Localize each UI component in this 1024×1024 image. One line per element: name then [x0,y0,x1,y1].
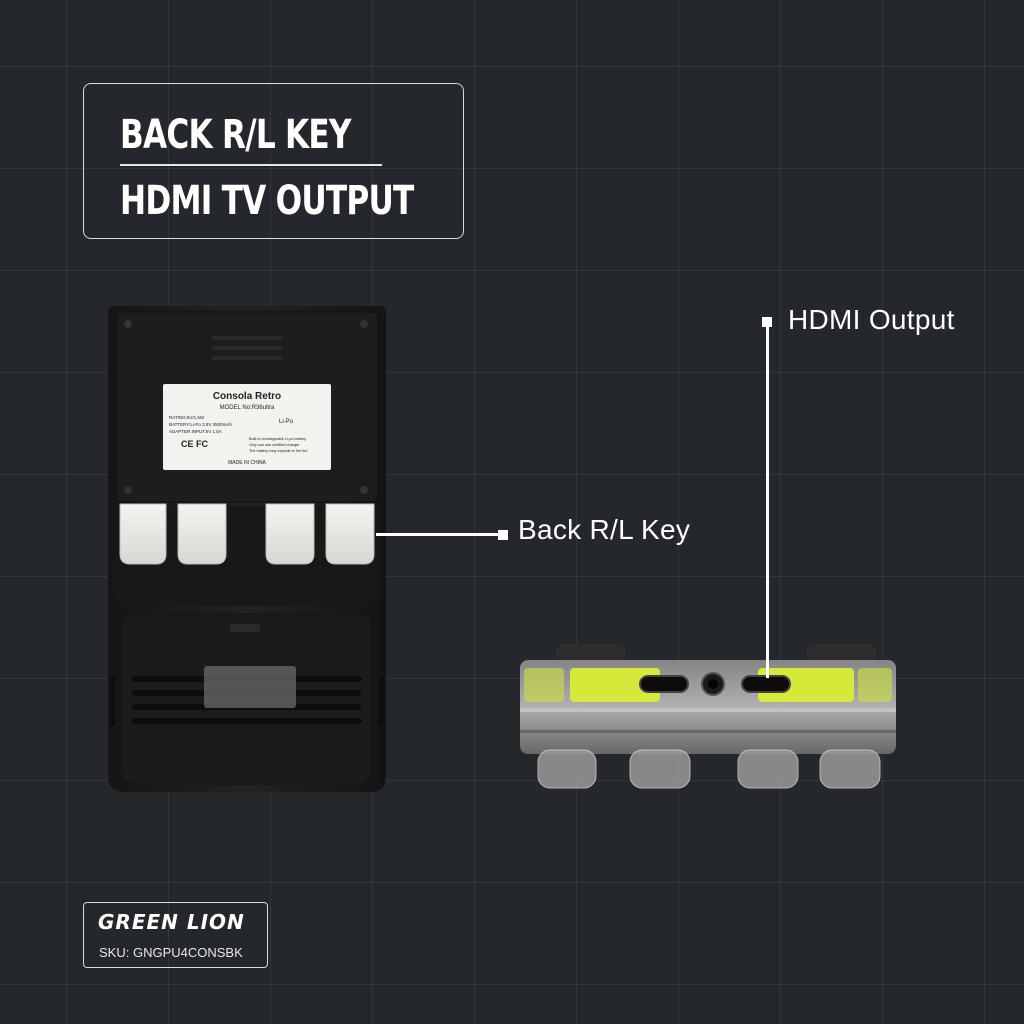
sticker-warning-3: The battery may explode in the fire [249,449,308,453]
product-sku: SKU: GNGPU4CONSBK [99,945,243,960]
console-top-edge-view [516,638,900,794]
sticker-model: MODEL No:R36ultra [219,405,275,411]
sticker-battery-type: Li-Po [279,419,294,425]
feature-title-line-2: HDMI TV OUTPUT [120,178,414,224]
console-top-edge-image [520,644,896,789]
sticker-rating: RATING:5V/1.5W [169,415,205,420]
hdmi-callout-line [766,326,769,678]
spec-sticker: Consola Retro MODEL No:R36ultra RATING:5… [163,384,331,470]
sticker-adapter: ADAPTER INPUT:5V 1.5A [169,429,222,434]
hdmi-output-label: HDMI Output [788,304,955,335]
console-back-view: Consola Retro MODEL No:R36ultra RATING:5… [108,306,386,792]
feature-title-line-1: BACK R/L KEY [120,112,352,158]
sticker-battery: BATTERY:Li-Po 3.8V 3500mAh [169,422,232,427]
sticker-origin: MADE IN CHINA [228,460,266,466]
certification-marks: CE FC [181,439,208,449]
sticker-title: Consola Retro [212,391,282,402]
hdmi-callout-dot [762,317,772,327]
sticker-warning-1: Built-in rechargeable Li-po battery [249,437,306,441]
back-key-callout-dot [498,530,508,540]
brand-box: GREEN LION SKU: GNGPU4CONSBK [83,902,268,968]
sticker-warning-2: Only can use certified charger [249,443,300,447]
title-divider [120,164,382,166]
back-key-callout-line [376,533,502,536]
brand-logo: GREEN LION [98,910,245,934]
console-back-image [108,306,386,792]
back-key-label: Back R/L Key [518,514,691,545]
feature-title-box: BACK R/L KEY HDMI TV OUTPUT [83,83,464,239]
